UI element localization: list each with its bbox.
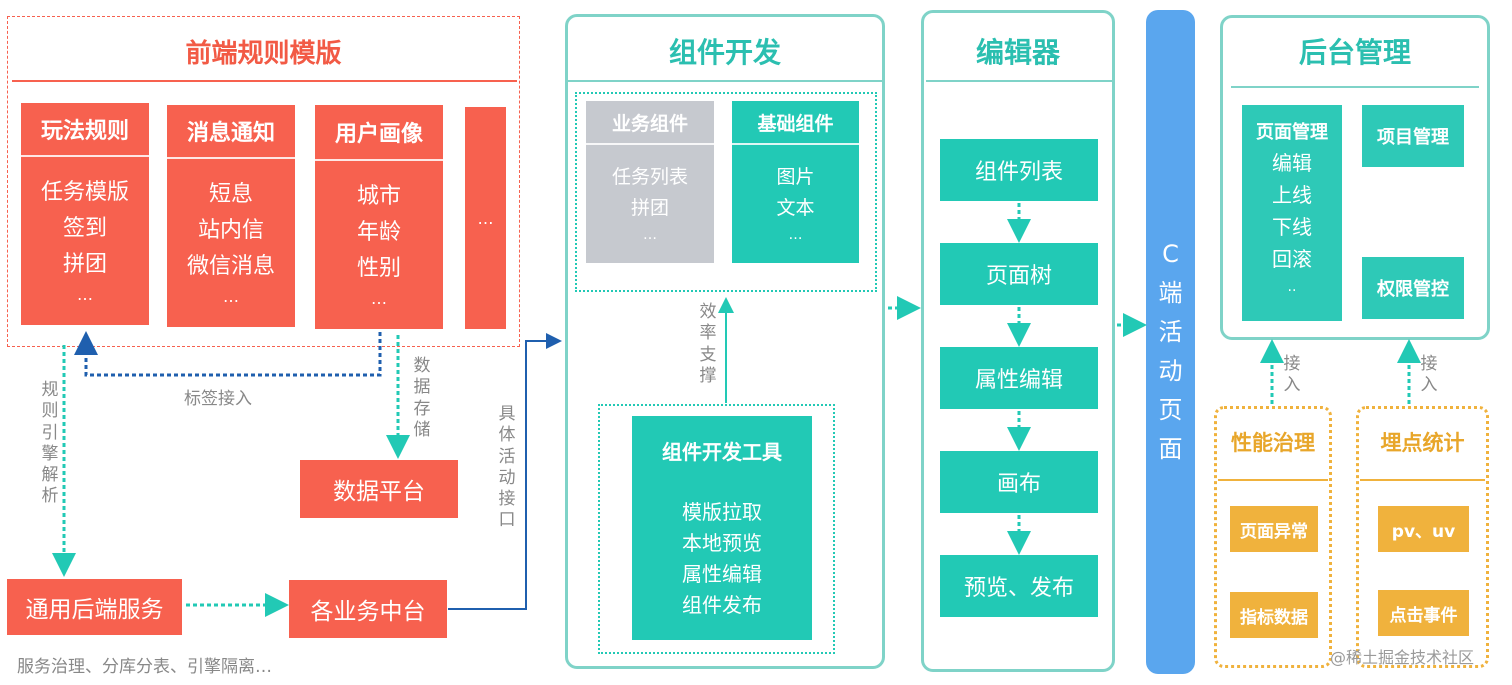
card-item: 组件发布 (682, 593, 762, 617)
business-center-box: 各业务中台 (289, 580, 447, 638)
editor-frame (921, 10, 1115, 672)
editor-step-component-list: 组件列表 (940, 139, 1098, 201)
card-gameplay-rules: 玩法规则 任务模版 签到 拼团 … (21, 103, 149, 325)
card-user-profile-title: 用户画像 (315, 105, 443, 161)
basic-components-card: 基础组件 图片 文本 … (732, 101, 859, 263)
admin-divider (1231, 86, 1479, 88)
frontend-templates-title: 前端规则模版 (185, 38, 342, 69)
card-item: 拼团 (630, 197, 669, 219)
admin-frame (1220, 15, 1490, 340)
card-item: 微信消息 (186, 254, 275, 279)
project-management-card: 项目管理 (1362, 105, 1464, 167)
card-item: 城市 (356, 184, 401, 209)
card-item: .. (1287, 279, 1297, 295)
card-item: 下线 (1272, 215, 1312, 239)
card-more: … (465, 107, 506, 329)
tracking-click-events: 点击事件 (1378, 590, 1469, 636)
backend-service-box: 通用后端服务 (7, 579, 182, 635)
component-library-frame (575, 92, 877, 292)
card-item: 短息 (208, 182, 253, 207)
card-item: 文本 (776, 197, 815, 219)
business-components-card: 业务组件 任务列表 拼团 … (586, 101, 714, 263)
page-management-card: 页面管理 编辑 上线 下线 回滚 .. (1242, 105, 1342, 321)
card-item: 站内信 (197, 218, 264, 243)
page-management-title: 页面管理 (1256, 122, 1328, 143)
card-item: 上线 (1272, 183, 1312, 207)
card-item: 编辑 (1272, 151, 1312, 175)
activity-api-label: 具体 活动 接口 (498, 404, 516, 531)
card-message-notify: 消息通知 短息 站内信 微信消息 … (167, 105, 295, 327)
card-item: 签到 (62, 216, 107, 241)
card-item: 模版拉取 (682, 500, 762, 524)
card-user-profile: 用户画像 城市 年龄 性别 … (315, 105, 443, 329)
card-item: 回滚 (1272, 247, 1312, 271)
card-item: 图片 (776, 166, 815, 188)
performance-metrics: 指标数据 (1230, 592, 1318, 638)
card-item: … (643, 227, 657, 243)
tag-access-label: 标签接入 (184, 389, 252, 409)
tracking-frame (1356, 406, 1489, 668)
card-item: … (371, 289, 387, 308)
frontend-templates-divider (12, 80, 517, 82)
card-item: 本地预览 (682, 531, 762, 555)
component-dev-divider (568, 80, 882, 82)
performance-page-error: 页面异常 (1230, 506, 1318, 552)
backend-footnote: 服务治理、分库分表、引擎隔离… (17, 657, 272, 677)
editor-step-page-tree: 页面树 (940, 243, 1098, 305)
data-storage-label: 数据 存储 (413, 356, 431, 440)
tracking-pv-uv: pv、uv (1378, 506, 1469, 552)
efficiency-label: 效率 支撑 (699, 302, 717, 386)
performance-title: 性能治理 (1231, 431, 1315, 455)
data-platform-box: 数据平台 (300, 460, 458, 518)
editor-step-canvas: 画布 (940, 451, 1098, 513)
card-message-notify-title: 消息通知 (167, 105, 295, 159)
card-item: 任务模版 (40, 180, 129, 205)
component-dev-tools-card: 组件开发工具 模版拉取 本地预览 属性编辑 组件发布 (632, 416, 812, 640)
card-item: 性别 (356, 256, 401, 281)
performance-frame (1214, 406, 1332, 668)
tools-frame (598, 404, 835, 654)
editor-title: 编辑器 (975, 36, 1060, 69)
access-label-perf: 接入 (1283, 354, 1301, 396)
tracking-divider (1360, 479, 1485, 481)
editor-step-preview-publish: 预览、发布 (940, 555, 1098, 617)
access-label-tracking: 接入 (1420, 354, 1438, 396)
component-dev-title: 组件开发 (668, 36, 781, 69)
card-item: 任务列表 (611, 166, 688, 188)
admin-title: 后台管理 (1298, 36, 1411, 69)
card-item: … (223, 287, 239, 306)
card-item: 拼团 (62, 252, 107, 277)
basic-components-title: 基础组件 (732, 101, 859, 145)
card-item: … (77, 285, 93, 304)
rule-engine-label: 规则 引擎 解析 (41, 380, 59, 507)
permission-control-card: 权限管控 (1362, 257, 1464, 319)
component-dev-frame (565, 14, 885, 669)
card-item: 属性编辑 (682, 562, 762, 586)
component-dev-tools-title: 组件开发工具 (662, 439, 782, 464)
editor-step-property-edit: 属性编辑 (940, 347, 1098, 409)
tracking-title: 埋点统计 (1380, 431, 1465, 455)
card-item: … (788, 227, 803, 243)
card-gameplay-rules-title: 玩法规则 (21, 103, 149, 157)
watermark: @稀土掘金技术社区 (1330, 648, 1475, 667)
business-components-title: 业务组件 (586, 101, 714, 145)
performance-divider (1218, 479, 1328, 481)
editor-divider (926, 80, 1112, 82)
card-item: 年龄 (356, 220, 401, 245)
